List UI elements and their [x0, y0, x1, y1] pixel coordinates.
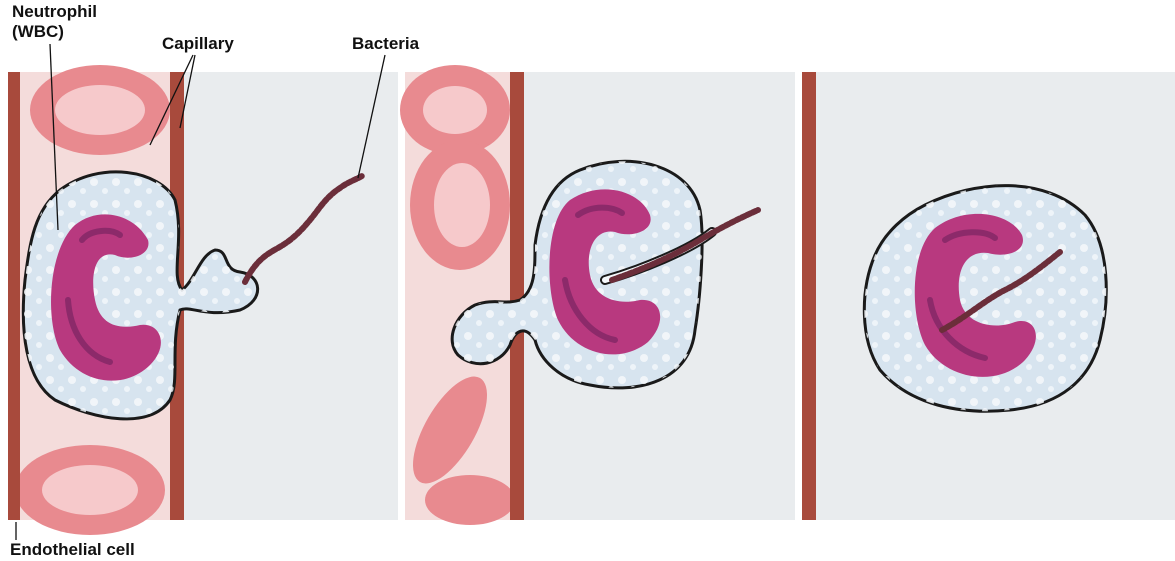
red-blood-cell: [410, 140, 510, 270]
panel-3: [802, 72, 1175, 520]
red-blood-cell: [15, 445, 165, 535]
endothelial-wall-left: [8, 72, 20, 520]
endothelial-wall: [802, 72, 816, 520]
panel-2: [398, 65, 795, 525]
red-blood-cell: [425, 475, 515, 525]
panel-1: [8, 65, 398, 535]
endothelial-wall: [510, 72, 524, 520]
